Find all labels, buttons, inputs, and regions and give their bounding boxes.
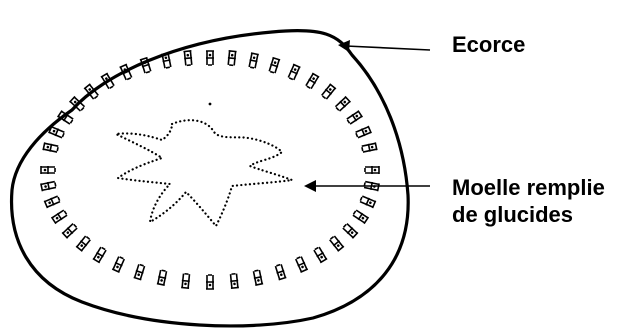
vascular-bundle — [360, 195, 376, 208]
vascular-bundle — [43, 142, 58, 153]
vascular-bundle — [346, 111, 362, 125]
vascular-bundle — [76, 235, 91, 251]
vascular-bundle — [227, 51, 236, 66]
vascular-bundle — [362, 142, 377, 153]
vascular-bundle — [352, 209, 368, 223]
vascular-bundle — [181, 274, 190, 289]
vascular-bundle — [287, 64, 300, 80]
vascular-bundle — [342, 223, 358, 238]
vascular-bundle — [49, 126, 65, 139]
vascular-bundle — [248, 53, 259, 68]
vascular-bundle — [305, 73, 319, 89]
vascular-bundle — [157, 270, 168, 285]
vascular-bundle — [365, 166, 379, 174]
label-ecorce: Ecorce — [452, 31, 525, 58]
vascular-bundle-ring — [41, 51, 379, 289]
vascular-bundle — [112, 256, 125, 272]
vascular-bundle — [134, 264, 146, 280]
vascular-bundle — [183, 51, 192, 66]
vascular-bundle — [44, 195, 60, 208]
label-moelle-line2: de glucides — [452, 201, 605, 228]
vascular-bundle — [274, 264, 286, 280]
vascular-bundle — [52, 209, 68, 223]
vascular-bundle — [230, 274, 239, 289]
arrow-to-bark — [338, 40, 430, 52]
vascular-bundle — [206, 275, 214, 289]
pith-star-dotted-outline — [116, 120, 292, 226]
vascular-bundle — [335, 96, 351, 111]
vascular-bundle — [268, 58, 280, 74]
vascular-bundle — [206, 51, 214, 65]
vascular-bundle — [62, 223, 78, 238]
vascular-bundle — [329, 235, 344, 251]
vascular-bundle — [252, 270, 263, 285]
vascular-bundle — [321, 84, 336, 100]
vascular-bundle — [93, 247, 107, 263]
vascular-bundle — [355, 126, 371, 139]
label-moelle: Moelle remplie de glucides — [452, 174, 605, 228]
vascular-bundle — [41, 166, 55, 174]
vascular-bundle — [41, 181, 56, 192]
vascular-bundle — [101, 73, 115, 89]
label-moelle-line1: Moelle remplie — [452, 174, 605, 201]
small-dot-mark — [209, 103, 212, 106]
vascular-bundle — [295, 256, 308, 272]
vascular-bundle — [313, 247, 327, 263]
